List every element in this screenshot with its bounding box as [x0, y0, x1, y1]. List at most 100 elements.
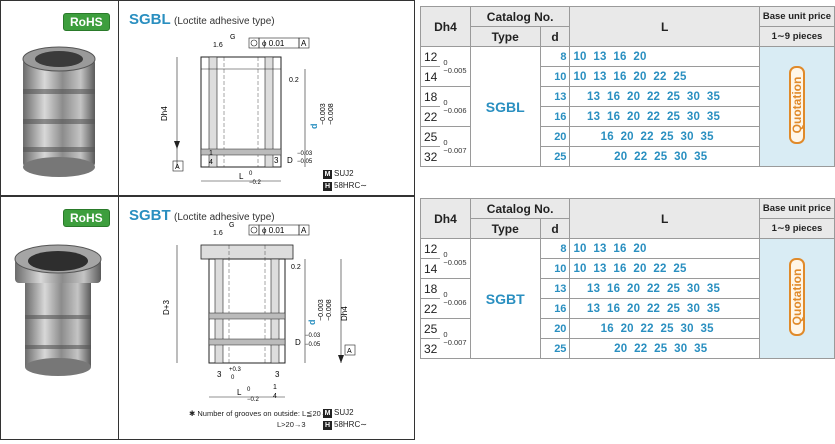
- cell-D: 18: [420, 86, 441, 107]
- cell-L: 13 16 20 22 25 30 35: [569, 298, 760, 319]
- cell-L: 10 13 16 20: [569, 46, 760, 67]
- header-dh4: Dh4: [420, 6, 471, 47]
- cell-L: 16 20 22 25 30 35: [569, 318, 760, 339]
- cell-L: 10 13 16 20 22 25: [569, 66, 760, 87]
- header-dh4: Dh4: [420, 198, 471, 239]
- material-icon: M: [323, 409, 332, 418]
- cell-L: 13 16 20 22 25 30 35: [569, 278, 760, 299]
- table-row: 22 16 13 16 20 22 25 30 35: [420, 106, 835, 127]
- cell-D: 14: [420, 258, 441, 279]
- dim-edge: 0.2: [289, 77, 299, 84]
- cell-tol: 0−0.006: [440, 278, 471, 319]
- dim-one: 1: [273, 384, 277, 391]
- dim-l-tol-lo: −0.2: [247, 397, 260, 403]
- dim-zero: 0: [231, 375, 235, 381]
- dim-dh4: Dh4: [340, 306, 349, 321]
- rohs-badge: RoHS: [63, 209, 110, 227]
- product-panel-sgbl: RoHS SGBL (Loctite adhesive type) Dh4 d …: [0, 0, 415, 196]
- datum-a: A: [175, 164, 180, 171]
- cell-d: 8: [539, 238, 571, 259]
- cell-L: 20 22 25 30 35: [569, 146, 760, 167]
- product-photo-sgbl: [1, 1, 119, 195]
- dim-g: G: [229, 222, 234, 229]
- cell-tol: 0−0.007: [440, 126, 471, 167]
- dim-plus-03: +0.3: [229, 367, 242, 373]
- table-row: 25 0−0.007 20 16 20 22 25 30 35: [420, 126, 835, 167]
- cell-d: 8: [539, 46, 571, 67]
- dim-D-tol-hi: −0.03: [297, 151, 313, 157]
- dim-dh4: Dh4: [160, 106, 169, 121]
- table-row: 12 0−0.005 SGBL 8 10 13 16 20 Quotation: [420, 46, 835, 167]
- dim-l: L: [239, 172, 244, 181]
- hardness-label: 58HRC∼: [334, 420, 367, 429]
- dim-datum-ref: A: [301, 39, 307, 48]
- quotation-badge[interactable]: Quotation: [788, 258, 805, 336]
- cell-d: 10: [539, 66, 571, 87]
- cell-d: 16: [539, 298, 571, 319]
- dim-four: 4: [209, 159, 213, 166]
- dim-d-tol-lo: −0.008: [326, 299, 333, 321]
- cell-D: 18: [420, 278, 441, 299]
- technical-drawing-sgbt: D+3 Dh4 d −0.003 −0.008 1.6 G ϕ 0.01 A 0…: [162, 222, 356, 403]
- cell-D: 25: [420, 318, 441, 339]
- cell-D: 14: [420, 66, 441, 87]
- dim-l-tol-hi: 0: [247, 387, 251, 393]
- header-catalog: Catalog No.: [469, 6, 571, 27]
- datum-a: A: [347, 348, 352, 355]
- cell-L: 10 13 16 20: [569, 238, 760, 259]
- cell-D: 32: [420, 146, 441, 167]
- product-title: SGBT (Loctite adhesive type): [129, 207, 275, 224]
- dim-g: G: [230, 34, 235, 41]
- header-type: Type: [469, 26, 541, 47]
- dim-d-tol-lo: −0.008: [328, 103, 335, 125]
- header-d: d: [539, 26, 571, 47]
- hardness-label: 58HRC∼: [334, 181, 367, 190]
- footnote-line-2: L>20→3: [277, 420, 306, 429]
- hardness-icon: H: [323, 182, 332, 191]
- cell-type: SGBT: [469, 238, 541, 359]
- cell-D: 22: [420, 298, 441, 319]
- bushing-flanged-image-icon: [14, 244, 102, 376]
- material-label: SUJ2: [334, 169, 354, 178]
- dim-D-tol-hi: −0.03: [305, 333, 321, 339]
- cell-d: 10: [539, 258, 571, 279]
- dim-three-a: 3: [217, 370, 222, 379]
- header-d: d: [539, 218, 571, 239]
- header-pieces: 1∼9 pieces: [758, 218, 835, 239]
- dim-l-tol-hi: 0: [249, 171, 253, 177]
- cell-tol: 0−0.005: [440, 46, 471, 87]
- cell-type: SGBL: [469, 46, 541, 167]
- technical-drawing-sgbl: Dh4 d −0.003 −0.008 1.6 G ϕ 0.01 A 0.2 L…: [160, 34, 335, 186]
- product-panel-sgbt: RoHS SGBT (Loctite adhesive type) D+3 Dh…: [0, 196, 415, 440]
- quotation-badge[interactable]: Quotation: [788, 66, 805, 144]
- dim-D-tol-lo: −0.05: [305, 342, 321, 348]
- dim-d: d: [309, 124, 319, 130]
- table-row: 14 10 10 13 16 20 22 25: [420, 258, 835, 279]
- cell-L: 20 22 25 30 35: [569, 338, 760, 359]
- dim-four: 4: [273, 393, 277, 400]
- cell-D: 12: [420, 238, 441, 259]
- price-cell: Quotation: [758, 46, 835, 167]
- header-base-price: Base unit price: [758, 6, 835, 27]
- cell-d: 20: [539, 126, 571, 147]
- dim-roughness: 1.6: [213, 42, 223, 49]
- header-l: L: [569, 6, 760, 47]
- cell-tol: 0−0.007: [440, 318, 471, 359]
- cell-D: 32: [420, 338, 441, 359]
- bushing-image-icon: [22, 46, 96, 177]
- material-icon: M: [323, 170, 332, 179]
- dim-three-b: 3: [275, 370, 280, 379]
- cell-L: 13 16 20 22 25 30 35: [569, 106, 760, 127]
- dim-one: 1: [209, 150, 213, 157]
- dim-l: L: [237, 388, 242, 397]
- table-row: 25 0−0.007 20 16 20 22 25 30 35: [420, 318, 835, 359]
- cell-d: 25: [539, 146, 571, 167]
- header-catalog: Catalog No.: [469, 198, 571, 219]
- cell-d: 25: [539, 338, 571, 359]
- product-code: SGBL: [129, 11, 171, 28]
- dim-d-plus-3: D+3: [162, 300, 171, 315]
- cell-d: 13: [539, 278, 571, 299]
